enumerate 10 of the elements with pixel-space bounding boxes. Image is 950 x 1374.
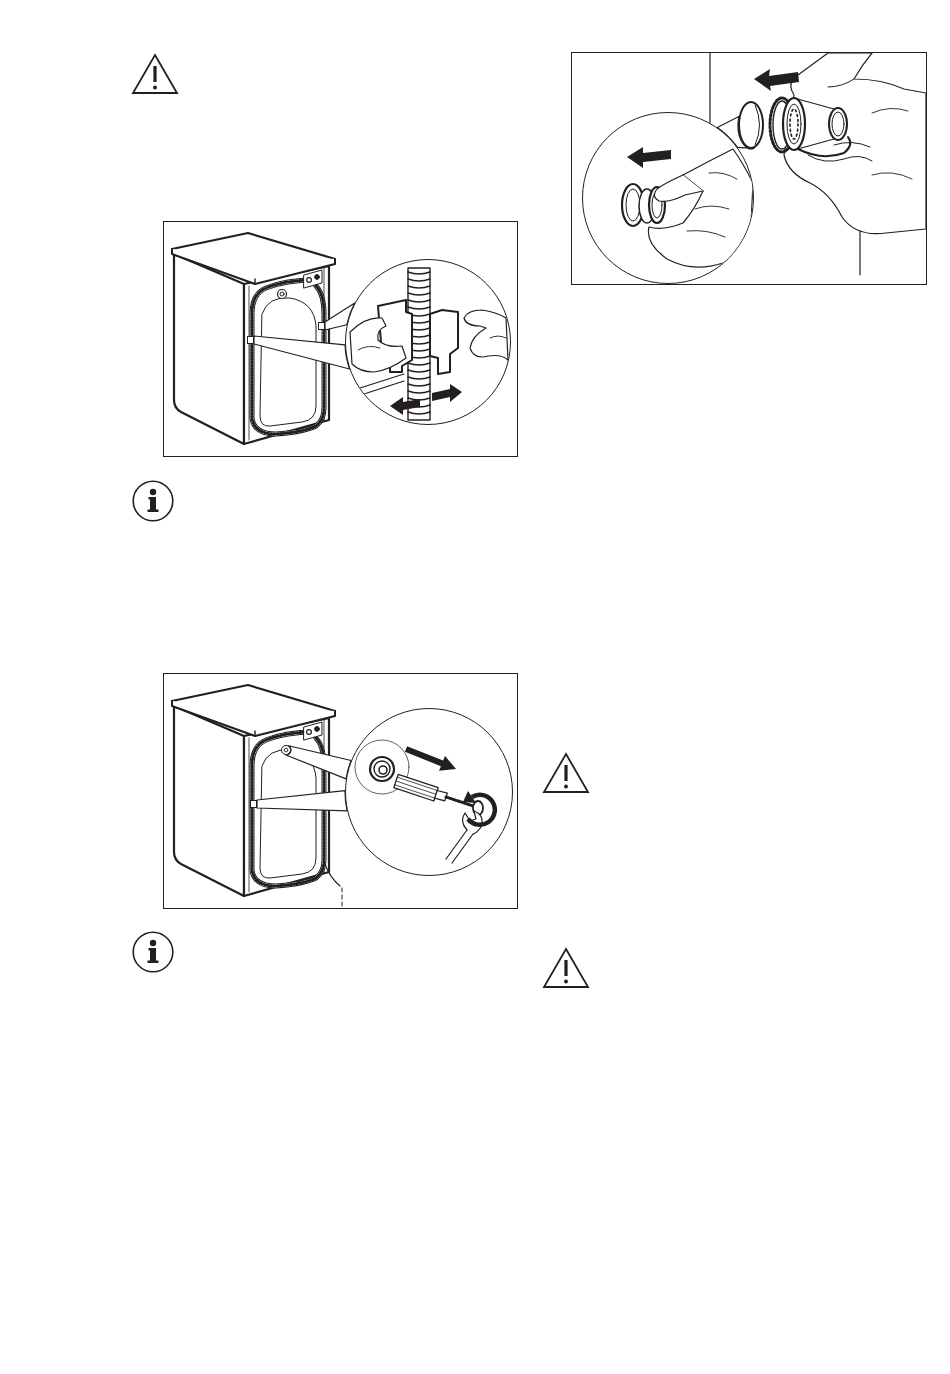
hose-clip (250, 800, 257, 808)
cap (738, 101, 764, 149)
hose-clip (318, 322, 325, 330)
magnifier-cone-line (256, 789, 348, 812)
magnifier-cone-line (324, 302, 356, 331)
hose-clip (247, 336, 254, 344)
magnifier-cone-line (285, 745, 352, 780)
magnifier-cone-line (716, 115, 755, 150)
magnifier-cone-line (253, 335, 351, 370)
bolt (281, 745, 291, 755)
